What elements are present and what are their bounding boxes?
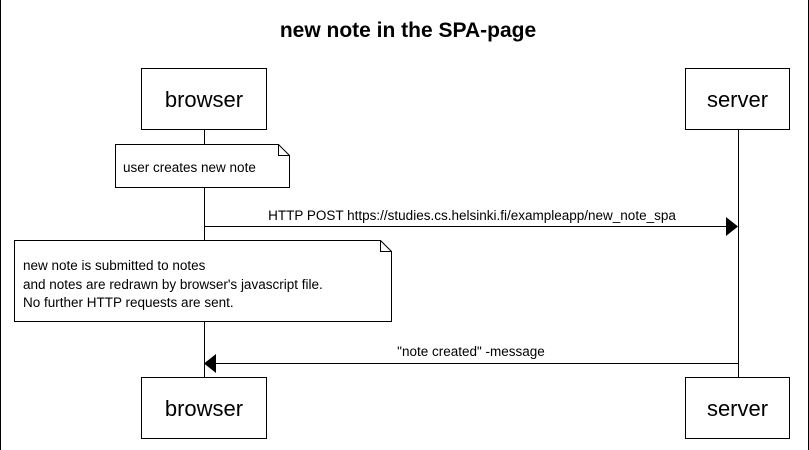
arrowhead bbox=[204, 354, 216, 373]
diagram-title: new note in the SPA-page bbox=[280, 19, 536, 42]
actor-label: browser bbox=[165, 87, 243, 112]
actor-box bbox=[141, 68, 267, 130]
note-submitted: new note is submitted to notes and notes… bbox=[14, 240, 392, 322]
actor-browser-bottom: browser bbox=[141, 377, 267, 439]
actor-box bbox=[685, 68, 790, 130]
actor-server-top: server bbox=[685, 68, 790, 130]
actor-label: browser bbox=[165, 396, 243, 421]
actor-server-bottom: server bbox=[685, 377, 790, 439]
actor-box bbox=[141, 377, 267, 439]
message-label: "note created" -message bbox=[397, 344, 545, 359]
note-corner-fold bbox=[278, 144, 290, 156]
actor-browser-top: browser bbox=[141, 68, 267, 130]
arrowhead bbox=[726, 217, 738, 236]
note-corner-fold bbox=[380, 240, 392, 252]
actor-box bbox=[685, 377, 790, 439]
actor-label: server bbox=[707, 87, 768, 112]
note-line: and notes are redrawn by browser's javas… bbox=[23, 277, 323, 292]
message-http-post: HTTP POST https://studies.cs.helsinki.fi… bbox=[204, 208, 738, 236]
actor-label: server bbox=[707, 396, 768, 421]
note-line: new note is submitted to notes bbox=[23, 258, 206, 273]
note-shape bbox=[115, 144, 290, 188]
message-label: HTTP POST https://studies.cs.helsinki.fi… bbox=[268, 208, 676, 223]
note-shape bbox=[14, 240, 392, 322]
note-line: user creates new note bbox=[123, 160, 256, 175]
note-user-creates: user creates new note bbox=[115, 144, 290, 188]
message-note-created: "note created" -message bbox=[204, 344, 739, 373]
note-line: No further HTTP requests are sent. bbox=[23, 295, 234, 310]
